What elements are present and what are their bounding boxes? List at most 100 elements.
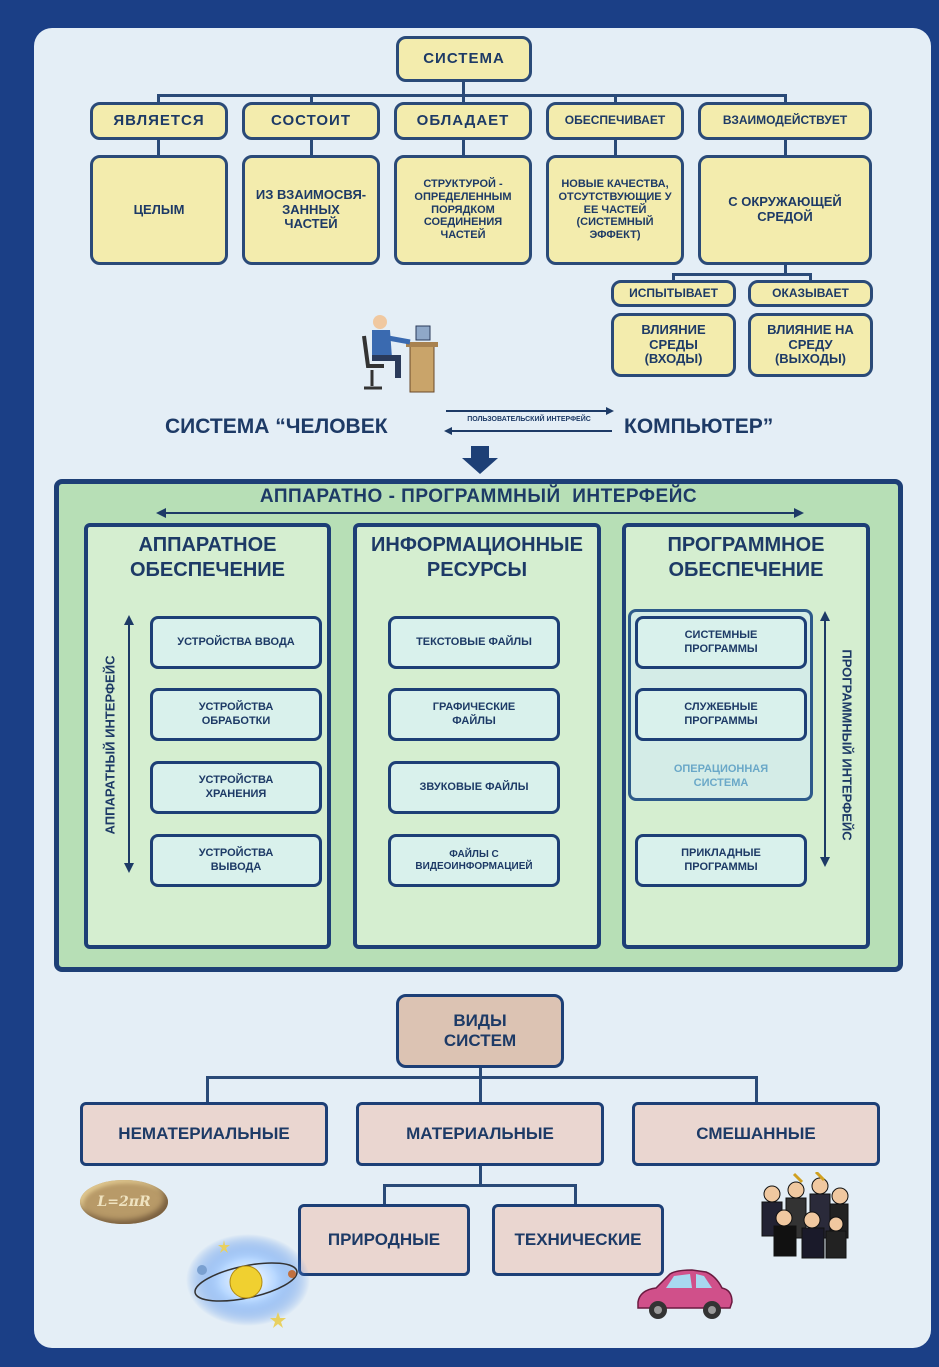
connector	[310, 94, 313, 104]
connector	[672, 273, 812, 276]
types-level2-label: ТЕХНИЧЕСКИЕ	[514, 1230, 642, 1250]
hc-right-text: КОМПЬЮТЕР”	[624, 415, 774, 438]
software-title: ПРОГРАММНОЕ ОБЕСПЕЧЕНИЕ	[667, 534, 825, 581]
crowd-icon	[761, 1172, 849, 1259]
connector	[383, 1184, 386, 1206]
sub-value-box: ВЛИЯНИЕ НА СРЕДУ (ВЫХОДЫ)	[748, 313, 873, 377]
connector	[462, 82, 465, 96]
types-level2-box: ПРИРОДНЫЕ	[298, 1204, 470, 1276]
connector	[809, 273, 812, 281]
relation-label: ОБЛАДАЕТ	[416, 112, 510, 130]
types-level1-label: НЕМАТЕРИАЛЬНЫЕ	[118, 1124, 290, 1144]
info-item: ТЕКСТОВЫЕ ФАЙЛЫ	[388, 616, 560, 669]
info-item: ФАЙЛЫ С ВИДЕОИНФОРМАЦИЕЙ	[388, 834, 560, 887]
connector	[479, 1076, 482, 1104]
connector	[784, 140, 787, 156]
sub-label-box: ОКАЗЫВАЕТ	[748, 280, 873, 307]
connector	[755, 1076, 758, 1104]
car-icon	[637, 1269, 733, 1319]
system-root-box: СИСТЕМА	[396, 36, 532, 82]
double-arrow-icon	[444, 407, 614, 435]
down-arrow-icon	[462, 446, 498, 474]
hardware-item-label: УСТРОЙСТВА ВЫВОДА	[198, 847, 274, 873]
relation-value-box: С ОКРУЖАЮЩЕЙ СРЕДОЙ	[698, 155, 872, 265]
types-level2-label: ПРИРОДНЫЕ	[327, 1230, 441, 1250]
user-interface-label: ПОЛЬЗОВАТЕЛЬСКИЙ ИНТЕРФЕЙС	[467, 416, 591, 423]
connector	[206, 1076, 209, 1104]
connector	[462, 94, 465, 104]
relation-value: НОВЫЕ КАЧЕСТВА, ОТСУТСТВУЮЩИЕ У ЕЕ ЧАСТЕ…	[558, 178, 672, 241]
software-item: ПРИКЛАДНЫЕ ПРОГРАММЫ	[635, 834, 807, 887]
types-root-box: ВИДЫ СИСТЕМ	[396, 994, 564, 1068]
connector	[672, 273, 675, 281]
types-level1-label: СМЕШАННЫЕ	[696, 1124, 816, 1144]
types-level1-box: МАТЕРИАЛЬНЫЕ	[356, 1102, 604, 1166]
relation-label-box: СОСТОИТ	[242, 102, 380, 140]
hardware-item-label: УСТРОЙСТВА ХРАНЕНИЯ	[198, 774, 274, 800]
hardware-item-label: УСТРОЙСТВА ОБРАБОТКИ	[198, 701, 274, 727]
sub-label: ИСПЫТЫВАЕТ	[629, 285, 718, 300]
info-item-label: ГРАФИЧЕСКИЕ ФАЙЛЫ	[432, 701, 516, 727]
sub-label: ОКАЗЫВАЕТ	[772, 285, 849, 300]
software-item: СИСТЕМНЫЕ ПРОГРАММЫ	[635, 616, 807, 669]
sub-value: ВЛИЯНИЕ СРЕДЫ (ВХОДЫ)	[641, 321, 706, 367]
hardware-item: УСТРОЙСТВА ВВОДА	[150, 616, 322, 669]
hardware-interface-label: АППАРАТНЫЙ ИНТЕРФЕЙС	[102, 655, 118, 835]
relation-value: ИЗ ВЗАИМОСВЯ-ЗАННЫХ ЧАСТЕЙ	[255, 186, 367, 232]
connector	[574, 1184, 577, 1206]
software-item-label: ПРИКЛАДНЫЕ ПРОГРАММЫ	[681, 847, 761, 873]
interface-title: АППАРАТНО - ПРОГРАММНЫЙ ИНТЕРФЕЙС	[259, 486, 698, 507]
sub-label-box: ИСПЫТЫВАЕТ	[611, 280, 736, 307]
hardware-item: УСТРОЙСТВА ХРАНЕНИЯ	[150, 761, 322, 814]
system-root-label: СИСТЕМА	[423, 50, 505, 68]
hc-left-text: СИСТЕМА “ЧЕЛОВЕК	[165, 415, 388, 438]
info-item: ЗВУКОВЫЕ ФАЙЛЫ	[388, 761, 560, 814]
relation-label: ОБЕСПЕЧИВАЕТ	[564, 113, 666, 128]
vertical-double-arrow-icon	[820, 611, 830, 867]
connector	[614, 94, 617, 104]
connector	[614, 140, 617, 156]
types-level2-box: ТЕХНИЧЕСКИЕ	[492, 1204, 664, 1276]
types-level1-label: МАТЕРИАЛЬНЫЕ	[406, 1124, 554, 1144]
relation-value-box: ЦЕЛЫМ	[90, 155, 228, 265]
relation-label: ЯВЛЯЕТСЯ	[113, 112, 205, 130]
connector	[157, 140, 160, 156]
interface-double-arrow-icon	[156, 508, 804, 518]
relation-label-box: ОБЕСПЕЧИВАЕТ	[546, 102, 684, 140]
types-level1-box: СМЕШАННЫЕ	[632, 1102, 880, 1166]
software-item: СЛУЖЕБНЫЕ ПРОГРАММЫ	[635, 688, 807, 741]
relation-label-box: ЯВЛЯЕТСЯ	[90, 102, 228, 140]
relation-label: СОСТОИТ	[271, 112, 351, 130]
vertical-double-arrow-icon	[124, 615, 134, 873]
relation-value-box: СТРУКТУРОЙ - ОПРЕДЕЛЕННЫМ ПОРЯДКОМ СОЕДИ…	[394, 155, 532, 265]
hardware-item: УСТРОЙСТВА ВЫВОДА	[150, 834, 322, 887]
connector	[784, 94, 787, 104]
sub-value-box: ВЛИЯНИЕ СРЕДЫ (ВХОДЫ)	[611, 313, 736, 377]
relation-value-box: НОВЫЕ КАЧЕСТВА, ОТСУТСТВУЮЩИЕ У ЕЕ ЧАСТЕ…	[546, 155, 684, 265]
relation-label-box: ОБЛАДАЕТ	[394, 102, 532, 140]
sub-value: ВЛИЯНИЕ НА СРЕДУ (ВЫХОДЫ)	[767, 321, 854, 367]
info-item-label: ТЕКСТОВЫЕ ФАЙЛЫ	[416, 635, 532, 648]
connector	[784, 265, 787, 275]
formula-text: L=2πR	[97, 1194, 151, 1210]
info-item-label: ФАЙЛЫ С ВИДЕОИНФОРМАЦИЕЙ	[415, 848, 533, 872]
types-root-label: ВИДЫ СИСТЕМ	[443, 1011, 517, 1050]
software-interface-label: ПРОГРАММНЫЙ ИНТЕРФЕЙС	[839, 649, 855, 841]
person-at-computer-icon	[362, 315, 438, 393]
info-title: ИНФОРМАЦИОННЫЕ РЕСУРСЫ	[371, 534, 583, 581]
relation-label-box: ВЗАИМОДЕЙСТВУЕТ	[698, 102, 872, 140]
connector	[157, 94, 787, 97]
hardware-item-label: УСТРОЙСТВА ВВОДА	[177, 635, 295, 648]
hardware-title: АППАРАТНОЕ ОБЕСПЕЧЕНИЕ	[130, 534, 285, 581]
relation-value: СТРУКТУРОЙ - ОПРЕДЕЛЕННЫМ ПОРЯДКОМ СОЕДИ…	[414, 178, 512, 241]
types-level1-box: НЕМАТЕРИАЛЬНЫЕ	[80, 1102, 328, 1166]
os-label: ОПЕРАЦИОННАЯ СИСТЕМА	[673, 763, 769, 790]
connector	[310, 140, 313, 156]
stone-tablet-icon: L=2πR	[80, 1180, 168, 1224]
connector	[479, 1068, 482, 1078]
connector	[383, 1184, 577, 1187]
relation-label: ВЗАИМОДЕЙСТВУЕТ	[722, 113, 848, 128]
software-item-label: СИСТЕМНЫЕ ПРОГРАММЫ	[684, 629, 758, 655]
relation-value-box: ИЗ ВЗАИМОСВЯ-ЗАННЫХ ЧАСТЕЙ	[242, 155, 380, 265]
